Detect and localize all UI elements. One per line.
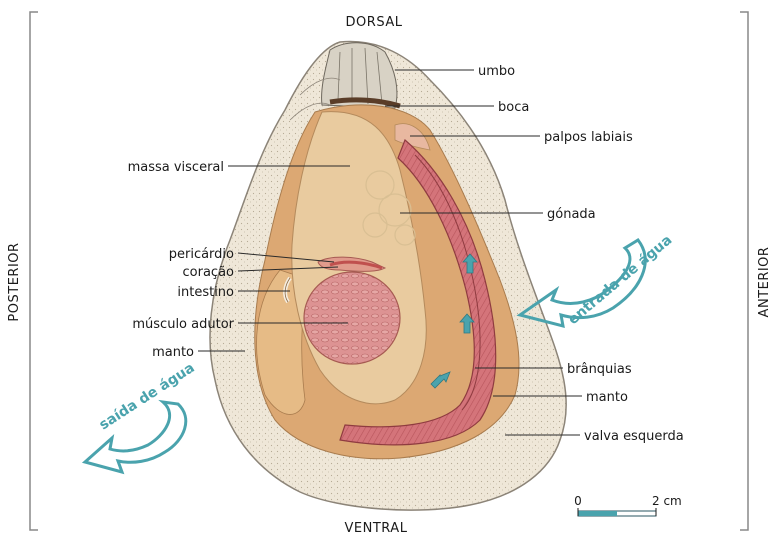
label-valva-esquerda: valva esquerda: [584, 429, 684, 444]
water-outflow-label: saída de água: [96, 360, 197, 433]
anterior-label: ANTERIOR: [757, 247, 772, 318]
label-intestino: intestino: [177, 285, 234, 300]
label-branquias: brânquias: [567, 362, 632, 377]
scale-bar: [578, 508, 656, 516]
dorsal-label: DORSAL: [346, 15, 403, 30]
label-coracao: coração: [183, 265, 235, 280]
label-manto-left: manto: [152, 345, 194, 360]
anterior-bracket: [740, 12, 748, 530]
label-pericardio: pericárdio: [169, 247, 234, 262]
label-manto-right: manto: [586, 390, 628, 405]
label-boca: boca: [498, 100, 529, 115]
scale-end-label: 2 cm: [652, 494, 682, 508]
adductor-muscle: [304, 272, 400, 364]
label-palpos-labiais: palpos labiais: [544, 130, 633, 145]
label-musculo-adutor: músculo adutor: [132, 317, 234, 332]
label-massa-visceral: massa visceral: [128, 160, 224, 175]
label-gonada: gónada: [547, 207, 596, 222]
label-umbo: umbo: [478, 64, 515, 79]
posterior-label: POSTERIOR: [7, 242, 22, 321]
water-inflow-label: entrada de água: [565, 232, 675, 328]
posterior-bracket: [30, 12, 38, 530]
ventral-label: VENTRAL: [345, 521, 408, 536]
scale-start-label: 0: [574, 494, 582, 508]
